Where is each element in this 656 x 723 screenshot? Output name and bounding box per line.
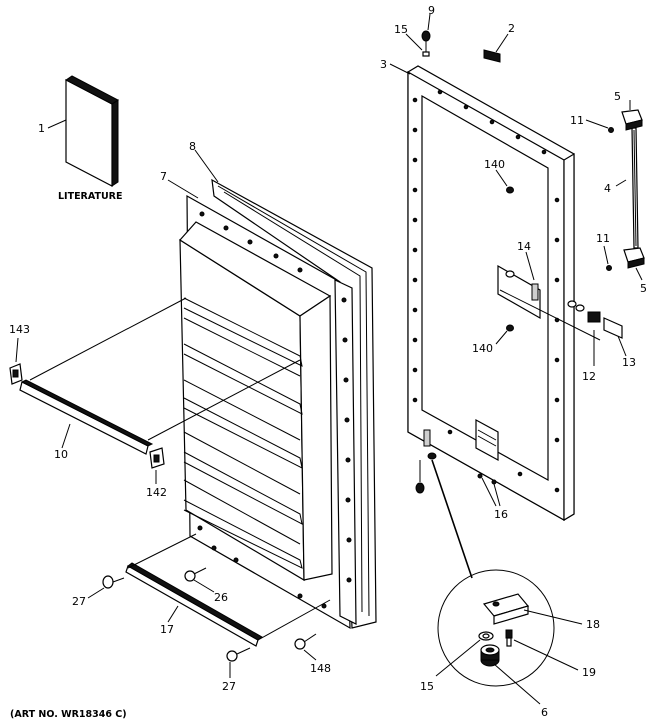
screw-140-mid bbox=[506, 324, 514, 332]
callout-9: 9 bbox=[428, 4, 435, 17]
callout-5-top: 5 bbox=[614, 90, 621, 103]
callout-2: 2 bbox=[508, 22, 515, 35]
callout-17: 17 bbox=[160, 623, 174, 636]
callout-18: 18 bbox=[586, 618, 600, 631]
callout-3: 3 bbox=[380, 58, 387, 71]
callout-7: 7 bbox=[160, 170, 167, 183]
callout-1: 1 bbox=[38, 122, 45, 135]
callout-14: 14 bbox=[517, 240, 531, 253]
lower-hinge bbox=[415, 429, 437, 494]
callout-13: 13 bbox=[622, 356, 636, 369]
panel-screw-holes bbox=[412, 89, 560, 493]
end-cap-142 bbox=[149, 447, 165, 469]
callout-15-top: 15 bbox=[394, 23, 408, 36]
handle-cap-2 bbox=[483, 49, 501, 63]
handle-cap-5-bottom bbox=[623, 247, 645, 269]
callout-8: 8 bbox=[189, 140, 196, 153]
callout-142: 142 bbox=[146, 486, 167, 499]
callout-26: 26 bbox=[214, 591, 228, 604]
hinge-assembly-12 bbox=[567, 300, 623, 339]
callout-140-top: 140 bbox=[484, 158, 505, 171]
callout-143: 143 bbox=[9, 323, 30, 336]
art-number: (ART NO. WR18346 C) bbox=[10, 709, 127, 720]
callout-11-bottom: 11 bbox=[596, 232, 610, 245]
callout-12: 12 bbox=[582, 370, 596, 383]
handle-cap-5-top bbox=[621, 109, 643, 131]
callout-16: 16 bbox=[494, 508, 508, 521]
callout-140-mid: 140 bbox=[472, 342, 493, 355]
bottom-bar bbox=[125, 562, 263, 647]
outer-door-panel bbox=[407, 65, 575, 522]
screw-26 bbox=[184, 567, 207, 582]
callout-4: 4 bbox=[604, 182, 611, 195]
screw-140-top bbox=[506, 186, 514, 194]
pin-19 bbox=[505, 629, 513, 647]
callout-27-bottom: 27 bbox=[222, 680, 236, 693]
shelf-bar bbox=[19, 379, 154, 455]
handle-rod-4 bbox=[631, 127, 639, 249]
callout-27-left: 27 bbox=[72, 595, 86, 608]
callout-15-detail: 15 bbox=[420, 680, 434, 693]
top-screw-9 bbox=[421, 30, 431, 57]
door-shelves bbox=[183, 297, 303, 569]
callout-5-bottom: 5 bbox=[640, 282, 647, 295]
callout-19: 19 bbox=[582, 666, 596, 679]
screw-148 bbox=[294, 633, 317, 650]
callout-10: 10 bbox=[54, 448, 68, 461]
latch-bracket-14 bbox=[497, 264, 601, 341]
callout-148: 148 bbox=[310, 662, 331, 675]
literature-booklet bbox=[65, 75, 119, 187]
screw-27-left bbox=[102, 575, 125, 589]
liner-screw-holes bbox=[197, 211, 352, 609]
screw-27-bottom bbox=[226, 647, 251, 662]
washer-15 bbox=[478, 631, 494, 641]
literature-caption: LITERATURE bbox=[58, 191, 123, 202]
detail-circle bbox=[437, 569, 555, 687]
bushing-6 bbox=[480, 644, 500, 667]
callout-6: 6 bbox=[541, 706, 548, 719]
door-liner bbox=[179, 178, 377, 630]
hinge-bracket-18 bbox=[482, 593, 530, 625]
callout-11-top: 11 bbox=[570, 114, 584, 127]
end-cap-143 bbox=[9, 363, 23, 385]
